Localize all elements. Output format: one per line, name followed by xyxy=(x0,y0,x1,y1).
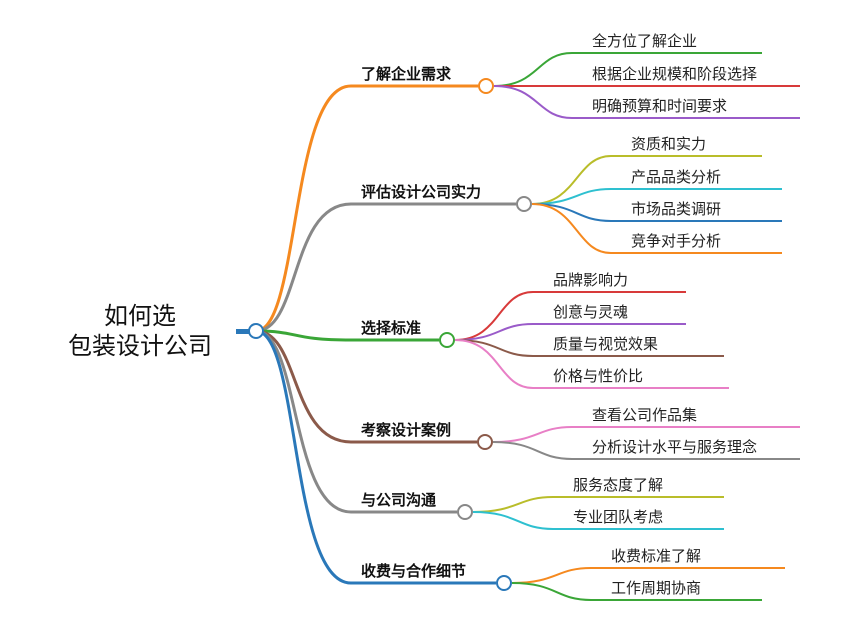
leaf-label-1-1: 产品品类分析 xyxy=(631,168,721,186)
branch-node-1[interactable] xyxy=(516,196,532,212)
leaf-label-5-1: 工作周期协商 xyxy=(611,579,701,597)
leaf-label-2-2: 质量与视觉效果 xyxy=(553,335,658,353)
branch-edge-4 xyxy=(255,329,457,514)
leaf-edge-5-0 xyxy=(511,567,785,584)
leaf-edge-3-1 xyxy=(492,441,800,460)
branch-edge-2 xyxy=(255,329,439,342)
leaf-edge-2-1 xyxy=(454,323,686,341)
nodes-layer: 如何选 包装设计公司 了解企业需求 全方位了解企业根据企业规模和阶段选择明确预算和… xyxy=(68,32,757,597)
leaf-edge-5-1 xyxy=(511,582,762,601)
root-title-line-2: 包装设计公司 xyxy=(68,332,212,360)
root-stub xyxy=(236,329,258,334)
leaf-label-1-0: 资质和实力 xyxy=(631,135,706,153)
leaf-label-3-0: 查看公司作品集 xyxy=(592,406,697,424)
leaf-label-2-3: 价格与性价比 xyxy=(553,367,643,385)
leaf-label-4-1: 专业团队考虑 xyxy=(573,508,663,526)
leaf-label-0-0: 全方位了解企业 xyxy=(592,32,697,50)
branch-edge-3 xyxy=(255,329,477,444)
root-node[interactable] xyxy=(248,323,264,339)
branch-node-3[interactable] xyxy=(477,434,493,450)
branch-edge-5 xyxy=(255,329,496,585)
branch-node-4[interactable] xyxy=(457,504,473,520)
leaf-edge-4-0 xyxy=(472,496,724,513)
leaf-edge-1-1 xyxy=(531,188,782,205)
leaf-edge-2-2 xyxy=(454,339,724,357)
branch-edge-1 xyxy=(255,202,516,333)
leaf-label-2-0: 品牌影响力 xyxy=(553,271,628,289)
leaf-label-4-0: 服务态度了解 xyxy=(573,476,663,494)
leaf-edge-2-0 xyxy=(454,291,686,341)
leaf-edge-4-1 xyxy=(472,511,724,530)
leaf-label-0-2: 明确预算和时间要求 xyxy=(592,97,727,115)
leaf-label-3-1: 分析设计水平与服务理念 xyxy=(592,438,757,456)
leaf-label-0-1: 根据企业规模和阶段选择 xyxy=(592,65,757,83)
root-title-line-1: 如何选 xyxy=(104,302,176,330)
branch-label-2: 选择标准 xyxy=(361,319,421,337)
branch-label-5: 收费与合作细节 xyxy=(361,562,466,580)
edges-layer xyxy=(255,52,800,601)
branch-node-2[interactable] xyxy=(439,332,455,348)
leaf-edge-2-3 xyxy=(454,339,729,389)
branch-node-0[interactable] xyxy=(478,78,494,94)
leaf-label-5-0: 收费标准了解 xyxy=(611,547,701,565)
leaf-label-1-2: 市场品类调研 xyxy=(631,200,721,218)
branch-label-1: 评估设计公司实力 xyxy=(361,183,481,201)
branch-edge-0 xyxy=(255,84,478,333)
leaf-label-1-3: 竞争对手分析 xyxy=(631,232,721,250)
branch-node-5[interactable] xyxy=(496,575,512,591)
leaf-edge-1-0 xyxy=(531,155,762,205)
branch-label-3: 考察设计案例 xyxy=(361,421,451,439)
leaf-edge-3-0 xyxy=(492,426,800,443)
branch-label-0: 了解企业需求 xyxy=(361,65,452,83)
branch-label-4: 与公司沟通 xyxy=(361,491,436,509)
leaf-edge-1-2 xyxy=(531,203,782,222)
leaf-label-2-1: 创意与灵魂 xyxy=(553,303,628,321)
leaf-edge-1-3 xyxy=(531,203,782,254)
leaf-edge-0-2 xyxy=(493,85,800,119)
leaf-edge-0-0 xyxy=(493,52,762,87)
